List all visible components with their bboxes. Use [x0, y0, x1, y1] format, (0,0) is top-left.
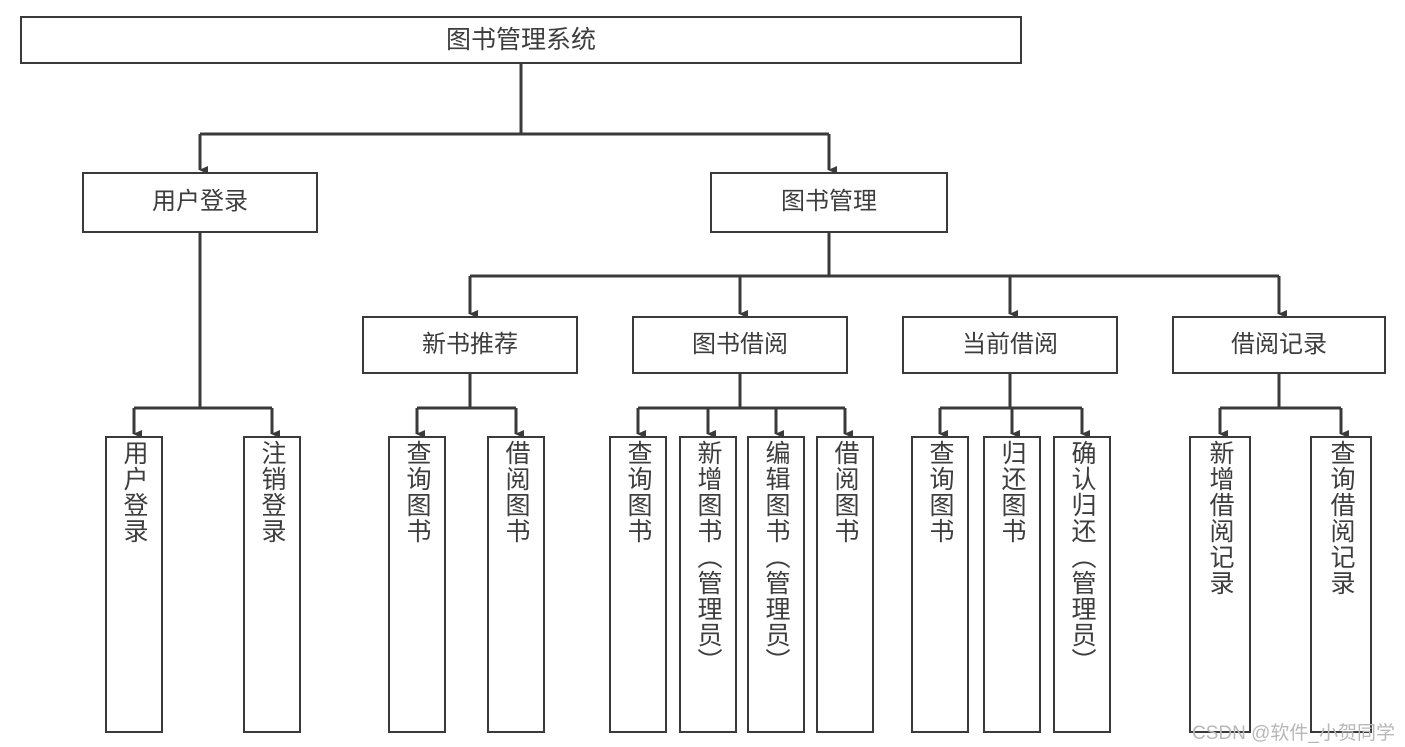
- node-user-login[interactable]: 用户登录: [82, 172, 318, 233]
- node-leaf-add-book[interactable]: 新增图书（管理员）: [679, 436, 737, 733]
- node-leaf-query-book-1[interactable]: 查询图书: [388, 436, 446, 733]
- node-label-user-login: 用户登录: [152, 188, 248, 216]
- node-label-leaf-user-login: 用户登录: [120, 440, 148, 544]
- node-label-borrow-record: 借阅记录: [1231, 330, 1327, 358]
- node-leaf-query-book-2[interactable]: 查询图书: [609, 436, 667, 733]
- node-label-leaf-borrow-book-2: 借阅图书: [831, 440, 859, 544]
- node-label-leaf-user-logout: 注销登录: [258, 440, 286, 544]
- node-leaf-borrow-book-1[interactable]: 借阅图书: [487, 436, 545, 733]
- node-leaf-borrow-book-2[interactable]: 借阅图书: [816, 436, 874, 733]
- node-label-root: 图书管理系统: [445, 26, 596, 54]
- node-leaf-return-book[interactable]: 归还图书: [983, 436, 1041, 733]
- node-root-system[interactable]: 图书管理系统: [20, 16, 1022, 64]
- node-label-leaf-edit-book: 编辑图书（管理员）: [762, 440, 790, 674]
- node-leaf-edit-book[interactable]: 编辑图书（管理员）: [747, 436, 805, 733]
- node-label-new-book-rec: 新书推荐: [422, 330, 518, 358]
- node-book-manage[interactable]: 图书管理: [710, 172, 948, 233]
- node-leaf-add-record[interactable]: 新增借阅记录: [1189, 436, 1251, 733]
- node-leaf-query-book-3[interactable]: 查询图书: [911, 436, 969, 733]
- node-label-leaf-add-book: 新增图书（管理员）: [694, 440, 722, 674]
- node-label-book-borrow: 图书借阅: [692, 330, 788, 358]
- node-leaf-user-login[interactable]: 用户登录: [105, 436, 163, 733]
- node-label-leaf-query-book-2: 查询图书: [624, 440, 652, 544]
- node-new-book-rec[interactable]: 新书推荐: [362, 316, 578, 374]
- node-label-leaf-query-record: 查询借阅记录: [1327, 440, 1355, 596]
- node-label-leaf-add-record: 新增借阅记录: [1206, 440, 1234, 596]
- node-leaf-confirm-return[interactable]: 确认归还（管理员）: [1053, 436, 1111, 733]
- node-current-borrow[interactable]: 当前借阅: [902, 316, 1118, 374]
- node-leaf-query-record[interactable]: 查询借阅记录: [1310, 436, 1372, 733]
- node-leaf-user-logout[interactable]: 注销登录: [243, 436, 301, 733]
- node-label-leaf-return-book: 归还图书: [998, 440, 1026, 544]
- node-label-book-manage: 图书管理: [781, 188, 877, 216]
- node-label-leaf-borrow-book-1: 借阅图书: [502, 440, 530, 544]
- node-borrow-record[interactable]: 借阅记录: [1172, 316, 1386, 374]
- node-label-leaf-query-book-3: 查询图书: [926, 440, 954, 544]
- node-label-leaf-query-book-1: 查询图书: [403, 440, 431, 544]
- node-book-borrow[interactable]: 图书借阅: [632, 316, 848, 374]
- node-label-leaf-confirm-return: 确认归还（管理员）: [1068, 440, 1096, 674]
- node-label-current-borrow: 当前借阅: [962, 330, 1058, 358]
